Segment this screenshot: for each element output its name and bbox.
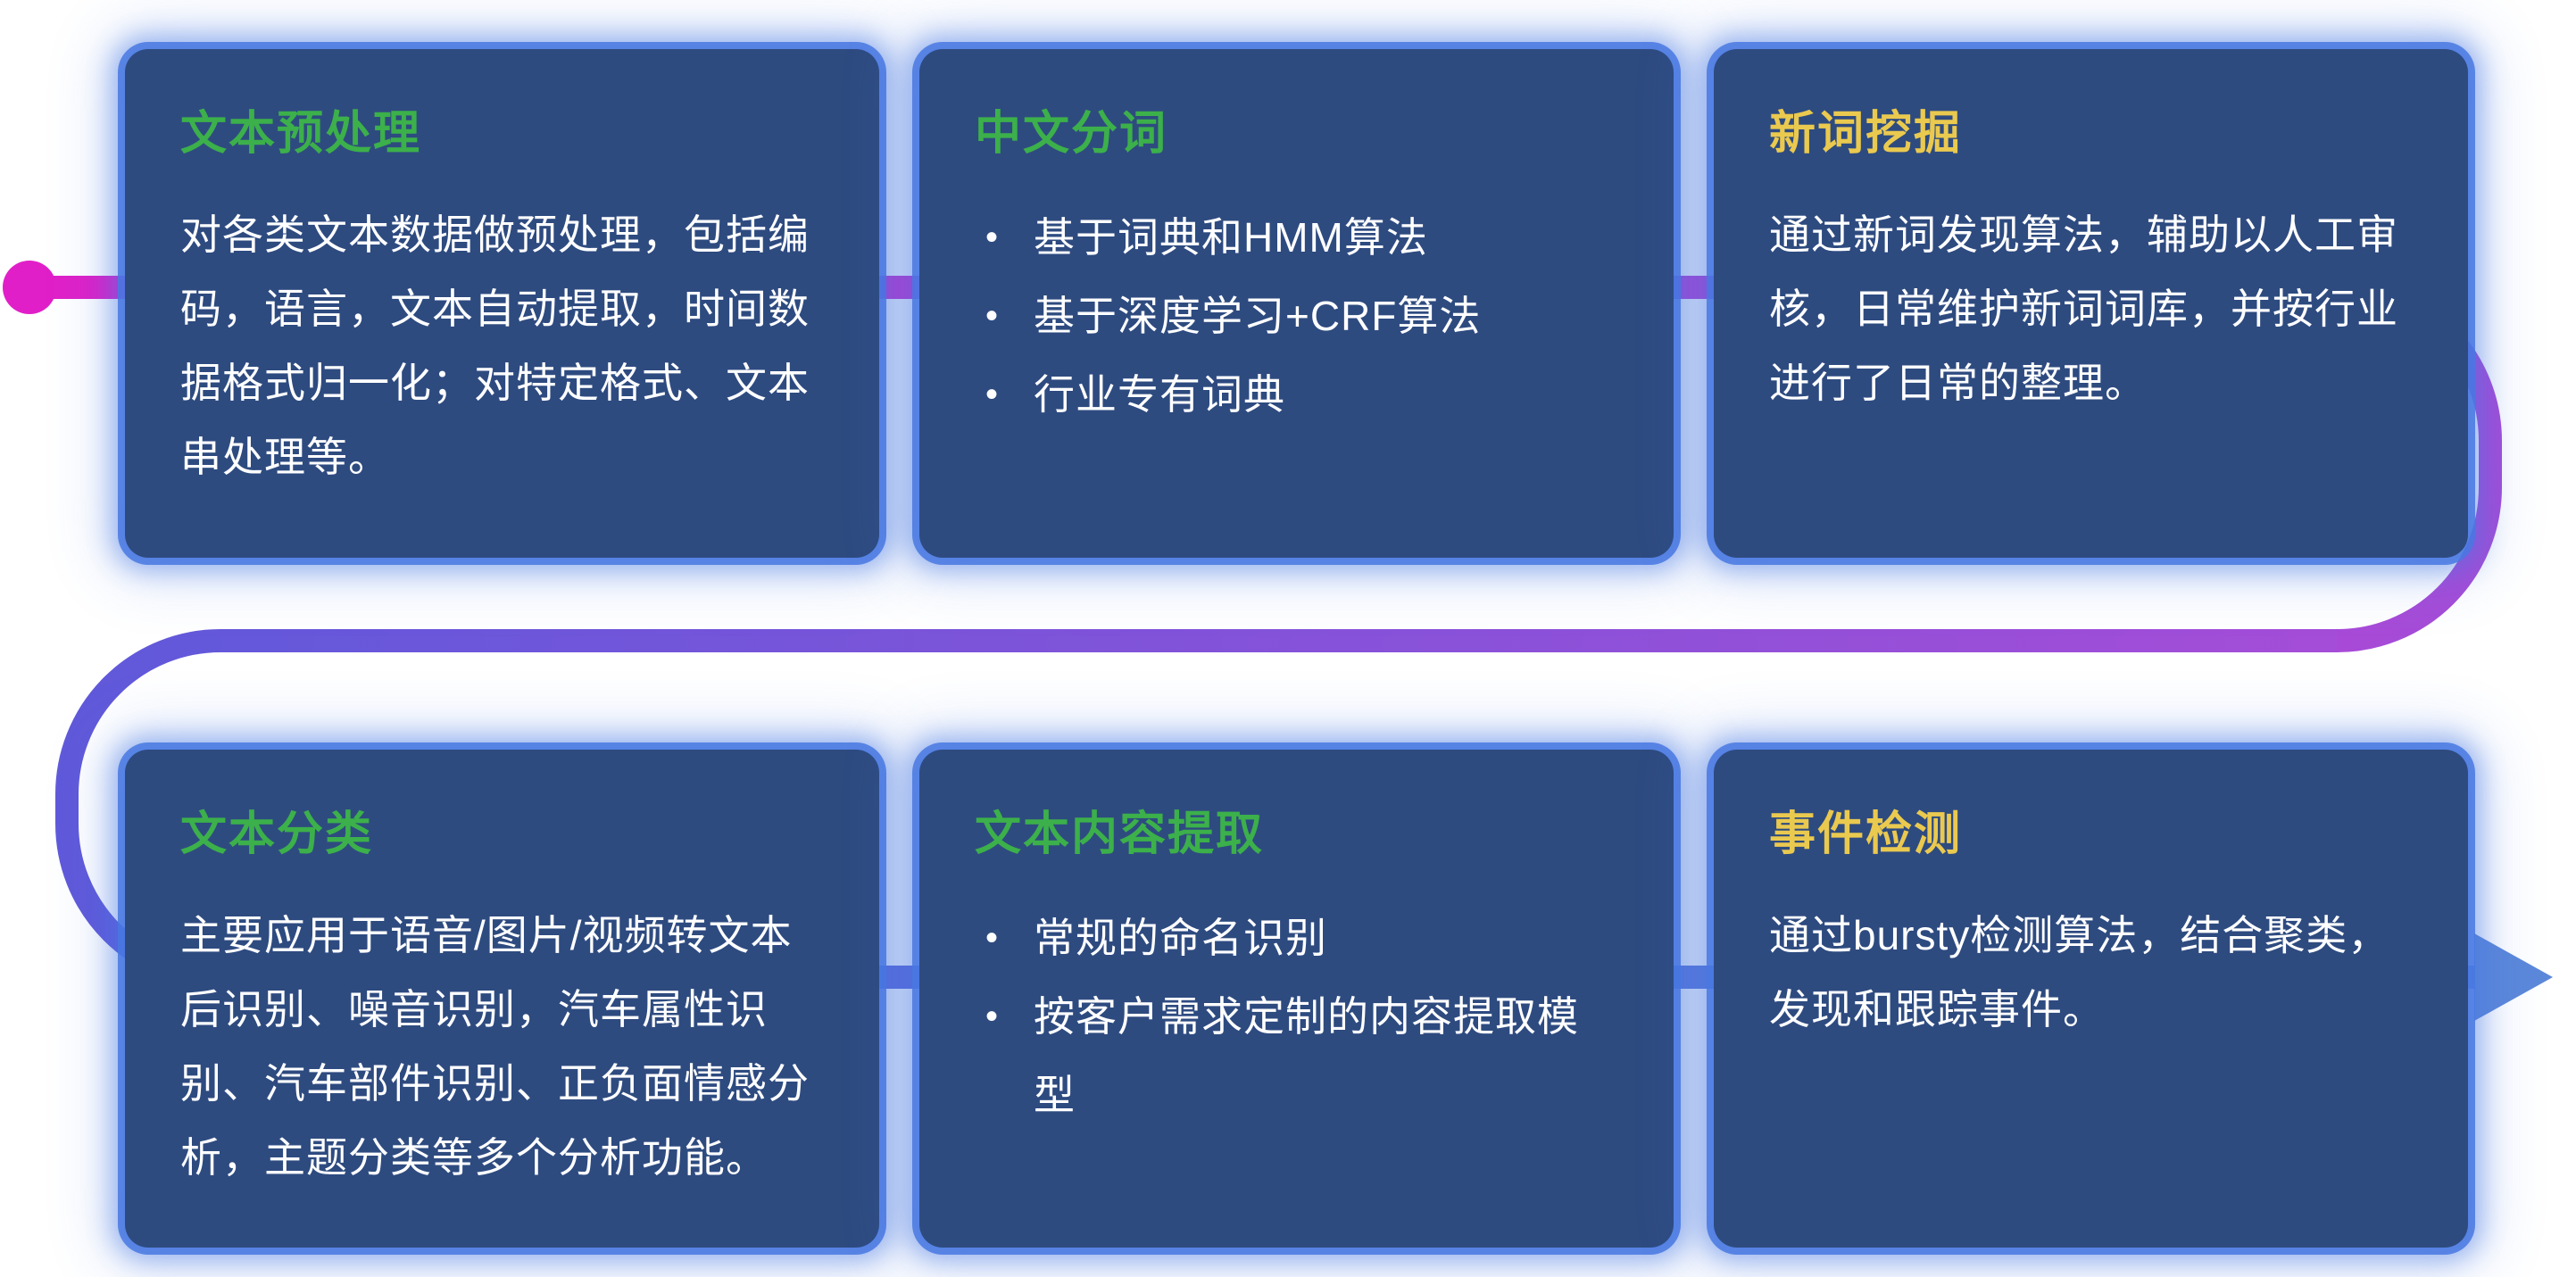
card-body: 通过bursty检测算法，结合聚类，发现和跟踪事件。	[1769, 912, 2390, 1032]
bullet-item: 基于深度学习+CRF算法	[975, 277, 1604, 355]
bullet-item: 按客户需求定制的内容提取模型	[975, 977, 1604, 1134]
card-title: 文本预处理	[180, 108, 422, 160]
card-title: 中文分词	[975, 108, 1168, 160]
card-text-content-extraction: 文本内容提取 常规的命名识别按客户需求定制的内容提取模型	[919, 750, 1674, 1248]
card-new-word-mining: 新词挖掘 通过新词发现算法，辅助以人工审核，日常维护新词词库，并按行业进行了日常…	[1714, 49, 2468, 558]
bullet-item: 行业专有词典	[975, 355, 1604, 434]
card-body: 主要应用于语音/图片/视频转文本后识别、噪音识别，汽车属性识别、汽车部件识别、正…	[180, 912, 810, 1181]
card-title: 事件检测	[1769, 808, 1963, 860]
card-event-detection: 事件检测 通过bursty检测算法，结合聚类，发现和跟踪事件。	[1714, 750, 2468, 1248]
card-text-preprocessing: 文本预处理 对各类文本数据做预处理，包括编码，语言，文本自动提取，时间数据格式归…	[125, 49, 879, 558]
card-title: 新词挖掘	[1769, 108, 1963, 160]
card-body: 通过新词发现算法，辅助以人工审核，日常维护新词词库，并按行业进行了日常的整理。	[1769, 211, 2398, 406]
card-bullet-list: 基于词典和HMM算法基于深度学习+CRF算法行业专有词典	[975, 198, 1604, 434]
card-title: 文本分类	[180, 808, 374, 860]
flow-start-dot-icon	[3, 261, 56, 314]
flow-arrow-icon	[2474, 933, 2553, 1021]
card-bullet-list: 常规的命名识别按客户需求定制的内容提取模型	[975, 899, 1604, 1134]
bullet-item: 常规的命名识别	[975, 899, 1604, 977]
card-title: 文本内容提取	[975, 808, 1265, 860]
card-chinese-word-segmentation: 中文分词 基于词典和HMM算法基于深度学习+CRF算法行业专有词典	[919, 49, 1674, 558]
flow-line-middle	[55, 629, 2337, 795]
card-text-classification: 文本分类 主要应用于语音/图片/视频转文本后识别、噪音识别，汽车属性识别、汽车部…	[125, 750, 879, 1248]
bullet-item: 基于词典和HMM算法	[975, 198, 1604, 277]
card-body: 对各类文本数据做预处理，包括编码，语言，文本自动提取，时间数据格式归一化；对特定…	[180, 211, 810, 480]
